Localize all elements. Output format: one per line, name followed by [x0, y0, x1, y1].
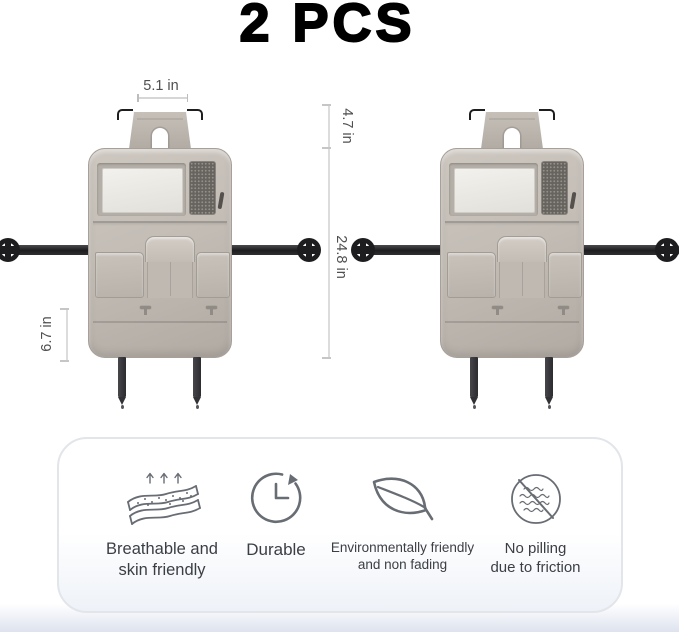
measurement-lower-height-line — [66, 308, 68, 361]
bottom-strap — [193, 357, 201, 409]
mesh-pocket — [189, 161, 216, 215]
headrest-mount-icon — [0, 238, 20, 262]
bottom-strap — [470, 357, 478, 409]
measurement-hook-width-label: 5.1 in — [143, 78, 179, 94]
center-pocket-flap — [497, 236, 547, 262]
features-panel — [57, 437, 623, 613]
organizer-left — [88, 106, 232, 418]
measurement-tick — [322, 357, 331, 359]
hanger-notch — [504, 128, 520, 149]
hanger-hook-icon — [187, 109, 203, 120]
mesh-pocket — [541, 161, 568, 215]
tablet-screen — [454, 168, 535, 213]
bottom-strap — [118, 357, 126, 409]
seam-line — [93, 321, 227, 323]
measurement-upper-height-label: 4.7 in — [339, 108, 355, 144]
headrest-mount-icon — [351, 238, 375, 262]
measurement-tick — [60, 360, 69, 362]
snap-button — [558, 306, 569, 315]
seam-line — [445, 321, 579, 323]
tablet-screen — [102, 168, 183, 213]
measurement-lower-height-label: 6.7 in — [39, 316, 55, 352]
feature-label: Durable — [246, 540, 306, 559]
snap-button — [492, 306, 503, 315]
durable-clock-icon — [245, 458, 307, 528]
feature-durable: Durable — [216, 458, 336, 561]
measurement-total-height-label: 24.8 in — [333, 235, 349, 279]
measurement-tick — [322, 147, 331, 149]
measurement-tick — [60, 308, 69, 310]
center-pocket — [499, 260, 545, 298]
breathable-fabric-icon — [120, 458, 204, 528]
organizer-right — [440, 106, 584, 418]
seam-line — [93, 221, 227, 225]
left-pocket — [447, 252, 496, 298]
headrest-mount-icon — [297, 238, 321, 262]
page-title: 2 PCS — [238, 0, 416, 54]
hanger-notch — [152, 128, 168, 149]
hanger-hook-icon — [117, 109, 133, 120]
no-pilling-icon — [507, 458, 565, 528]
center-pocket-flap — [145, 236, 195, 262]
eco-leaf-icon — [368, 458, 438, 528]
snap-button — [206, 306, 217, 315]
left-pocket — [95, 252, 144, 298]
headrest-mount-icon — [655, 238, 679, 262]
measurement-tick — [322, 104, 331, 106]
measurement-hook-width-line — [137, 94, 188, 102]
bottom-strap — [545, 357, 553, 409]
right-pocket — [548, 252, 582, 298]
hanger-hook-icon — [539, 109, 555, 120]
hanger-hook-icon — [469, 109, 485, 120]
snap-button — [140, 306, 151, 315]
seam-line — [445, 221, 579, 225]
right-pocket — [196, 252, 230, 298]
measurement-height-line — [328, 104, 330, 358]
center-pocket — [147, 260, 193, 298]
